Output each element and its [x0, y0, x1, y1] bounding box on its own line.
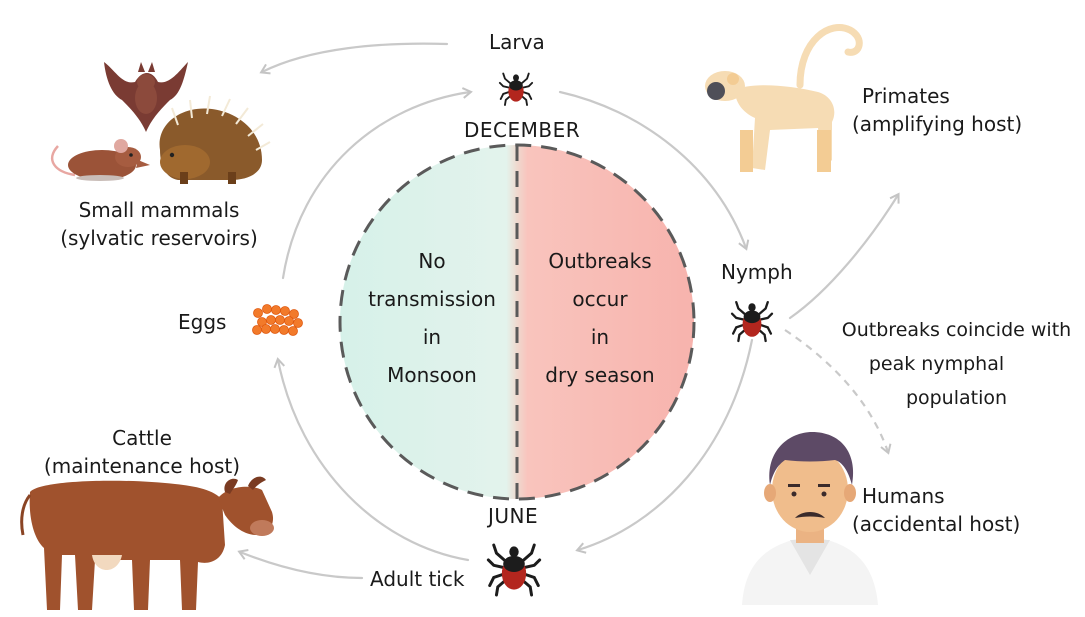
- dry-line-2: occur: [520, 280, 680, 318]
- primates-label: Primates (amplifying host): [852, 82, 1022, 138]
- monsoon-half-text: No transmission in Monsoon: [352, 242, 512, 394]
- monsoon-line-2: transmission: [352, 280, 512, 318]
- dry-half-text: Outbreaks occur in dry season: [520, 242, 680, 394]
- nymph-label: Nymph: [721, 258, 793, 286]
- monsoon-line-4: Monsoon: [352, 356, 512, 394]
- eggs-icon: [253, 305, 303, 336]
- outbreak-note-line-3: population: [828, 381, 1085, 415]
- small-mammals-name: Small mammals: [44, 196, 274, 224]
- small-mammals-role: (sylvatic reservoirs): [44, 224, 274, 252]
- dry-line-4: dry season: [520, 356, 680, 394]
- humans-name: Humans: [852, 482, 1020, 510]
- cattle-name: Cattle: [32, 424, 252, 452]
- primate-icon: [705, 27, 859, 172]
- adult-tick-icon: [488, 545, 539, 595]
- porcupine-icon: [160, 96, 270, 184]
- outbreak-note-line-2: peak nymphal: [828, 347, 1085, 381]
- dry-line-1: Outbreaks: [520, 242, 680, 280]
- outbreak-note: Outbreaks coincide with peak nymphal pop…: [828, 313, 1085, 415]
- primates-name: Primates: [852, 82, 1022, 110]
- arrow-nymph-to-primates: [790, 195, 898, 318]
- primates-role: (amplifying host): [852, 110, 1022, 138]
- monsoon-line-1: No: [352, 242, 512, 280]
- eggs-label: Eggs: [178, 308, 226, 336]
- larva-label: Larva: [489, 28, 545, 56]
- december-label: DECEMBER: [464, 116, 580, 144]
- monsoon-line-3: in: [352, 318, 512, 356]
- humans-role: (accidental host): [852, 510, 1020, 538]
- arrow-adult-to-cattle: [240, 552, 362, 578]
- dry-line-3: in: [520, 318, 680, 356]
- humans-label: Humans (accidental host): [852, 482, 1020, 538]
- rat-icon: [52, 139, 150, 181]
- cattle-icon: [22, 477, 274, 610]
- june-label: JUNE: [488, 502, 538, 530]
- outbreak-note-line-1: Outbreaks coincide with: [828, 313, 1085, 347]
- larva-tick-icon: [500, 74, 532, 105]
- nymph-tick-icon: [732, 302, 772, 341]
- cattle-label: Cattle (maintenance host): [32, 424, 252, 480]
- arrow-larva-to-small-mammals: [262, 44, 447, 72]
- adult-tick-label: Adult tick: [370, 565, 464, 593]
- small-mammals-label: Small mammals (sylvatic reservoirs): [44, 196, 274, 252]
- cattle-role: (maintenance host): [32, 452, 252, 480]
